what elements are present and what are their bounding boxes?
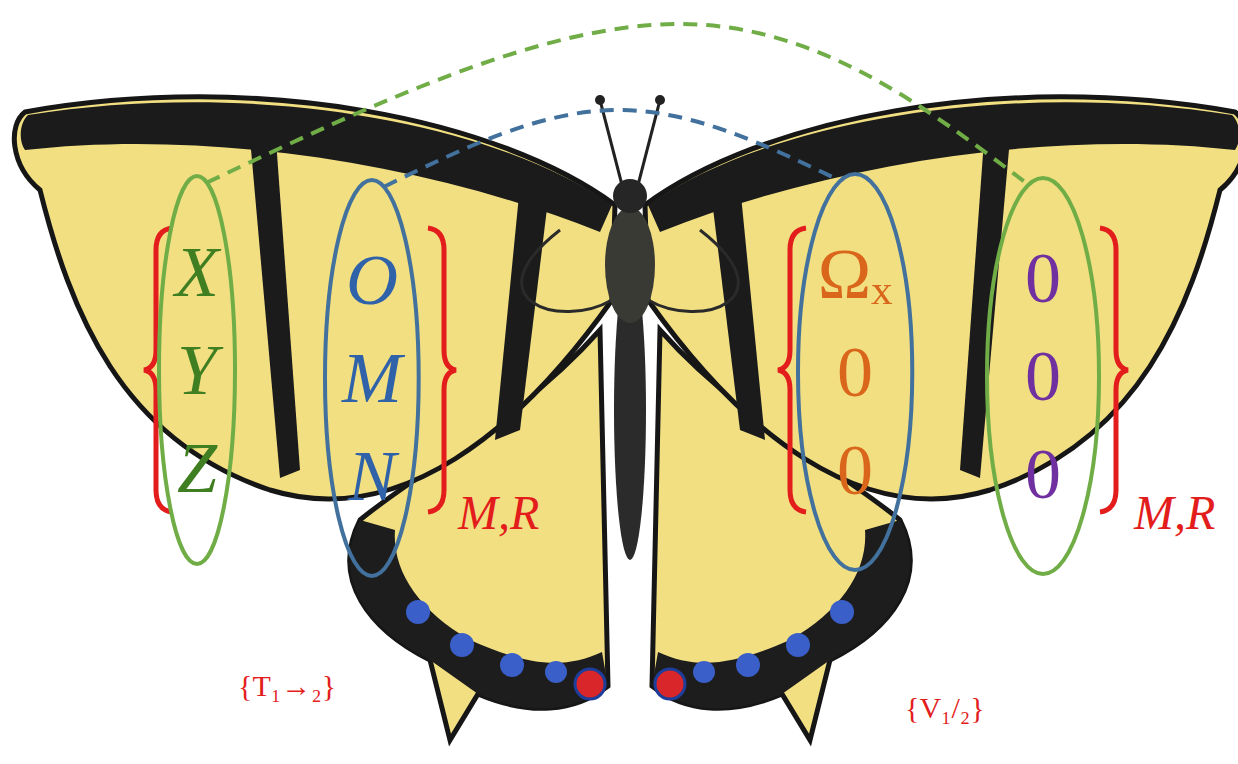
- torsor-component: 0: [837, 323, 873, 421]
- torsor-component: Z: [177, 419, 217, 517]
- component-ellipse: 000: [985, 176, 1101, 576]
- torsor-component: Ωₓ: [818, 225, 892, 323]
- left-wings: [14, 97, 615, 740]
- head: [613, 179, 647, 213]
- torsor-component: 0: [1025, 327, 1061, 425]
- frame-label: {T₁→₂}: [238, 668, 336, 704]
- torsor-component: N: [348, 427, 396, 525]
- antenna-club: [595, 95, 605, 105]
- thorax: [605, 207, 655, 323]
- ellipse-border: [325, 180, 419, 576]
- component-column: Ωₓ00: [796, 172, 914, 572]
- frame-label: {V₁/₂}: [905, 690, 985, 726]
- curly-brace: [1100, 228, 1128, 512]
- component-ellipse: Ωₓ00: [796, 172, 914, 572]
- right-wings: [645, 97, 1238, 740]
- torsor-component: M: [342, 329, 402, 427]
- component-ellipse: XYZ: [157, 174, 237, 566]
- curly-brace: [778, 228, 806, 512]
- ellipse-border: [987, 178, 1099, 574]
- torsor-component: 0: [1025, 229, 1061, 327]
- component-column: OMN: [323, 178, 421, 578]
- component-column: 000: [985, 176, 1101, 576]
- ellipse-border: [798, 174, 912, 570]
- torsor-component: 0: [1025, 425, 1061, 523]
- torsor-component: X: [175, 223, 219, 321]
- frame-label: M,R: [1134, 484, 1215, 542]
- curly-brace: [428, 228, 456, 512]
- torsor-component: Y: [177, 321, 217, 419]
- antenna: [600, 100, 622, 185]
- connector-group: [207, 24, 1029, 187]
- torsor-component: 0: [837, 421, 873, 519]
- component-column: XYZ: [157, 174, 237, 566]
- ellipse-border: [159, 176, 235, 564]
- dashed-link: [384, 110, 840, 187]
- frame-label: M,R: [458, 484, 539, 542]
- torsor-component: O: [346, 231, 398, 329]
- component-ellipse: OMN: [323, 178, 421, 578]
- antenna-club: [655, 95, 665, 105]
- dashed-link: [207, 24, 1029, 185]
